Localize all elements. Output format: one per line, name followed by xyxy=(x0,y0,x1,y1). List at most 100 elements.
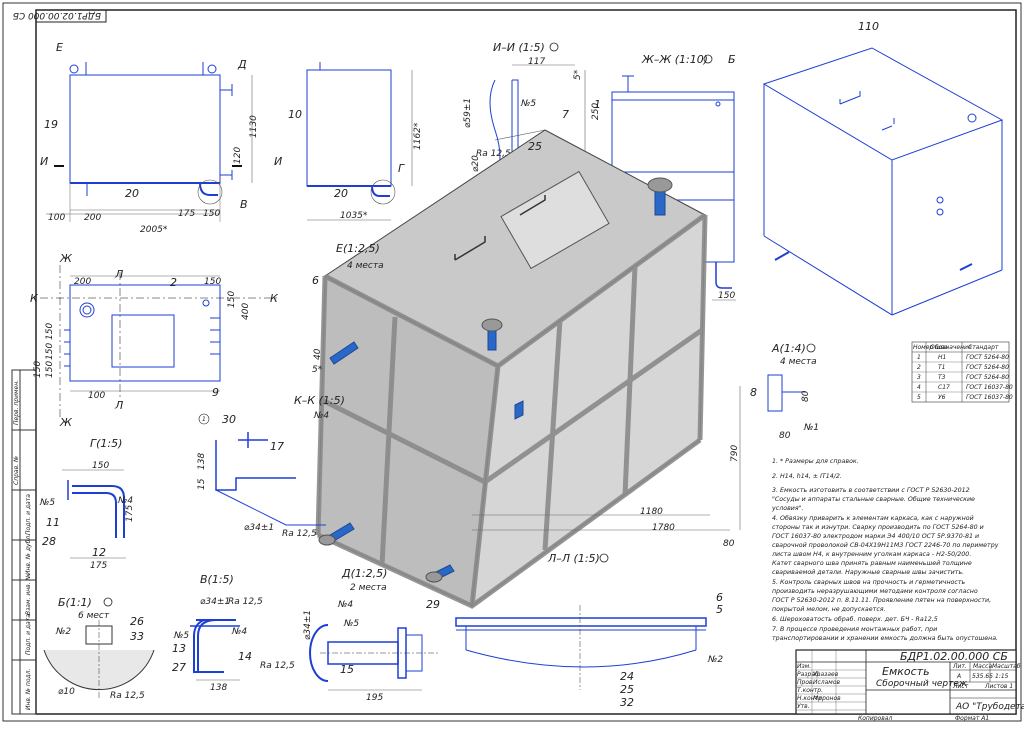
svg-text:790: 790 xyxy=(730,445,740,462)
stamp-4: Инв. № дубл. xyxy=(25,534,32,575)
part-8: 8 xyxy=(750,386,757,399)
stamp-3: Подп. и дата xyxy=(25,494,32,535)
weld-table-rows: 1 Н1 ГОСТ 5264-80 2 Т1 ГОСТ 5264-80 3 Т3… xyxy=(917,354,1013,401)
svg-text:производить неразрушающими мет: производить неразрушающими методами конт… xyxy=(772,588,978,595)
part-28: 28 xyxy=(42,535,56,548)
svg-text:Лит.: Лит. xyxy=(952,663,967,670)
svg-text:4. Обвязку приварить к элемент: 4. Обвязку приварить к элементам каркаса… xyxy=(772,514,974,522)
detail-g-title: Г(1:5) xyxy=(90,437,122,450)
svg-text:Миронов: Миронов xyxy=(813,695,841,702)
part-27: 27 xyxy=(172,661,186,674)
detail-d-callout: Д(1:2,5) xyxy=(341,567,387,580)
section-l-l: Л–Л (1:5) 6 5 №2 24 25 32 xyxy=(455,552,723,709)
label-d: Д xyxy=(237,58,247,71)
part-24: 24 xyxy=(620,670,634,683)
svg-text:40: 40 xyxy=(313,348,323,360)
svg-text:2. Н14, h14, ± IT14/2.: 2. Н14, h14, ± IT14/2. xyxy=(772,473,842,480)
svg-text:25: 25 xyxy=(620,683,634,696)
rotated-code-box: БДР1.02.00.000 СБ xyxy=(13,9,107,23)
svg-text:БДР1.02.00.000 СБ: БДР1.02.00.000 СБ xyxy=(13,10,101,20)
svg-text:сварочной проволокой СВ-04Х19Н: сварочной проволокой СВ-04Х19Н11М3 ГОСТ … xyxy=(772,542,999,549)
section-a: А(1:4) 4 места 8 80 80 №1 xyxy=(750,342,819,441)
svg-text:Катет сварного шва принять рав: Катет сварного шва принять равным наимен… xyxy=(772,560,972,567)
drawing-code: БДР1.02.00.000 СБ xyxy=(900,650,1008,663)
svg-text:1: 1 xyxy=(202,416,206,423)
part-26: 26 xyxy=(130,615,144,628)
svg-text:150: 150 xyxy=(204,277,221,287)
svg-text:К: К xyxy=(30,292,39,305)
svg-text:200: 200 xyxy=(84,213,101,223)
svg-text:№4: №4 xyxy=(313,411,329,421)
svg-text:Т.контр.: Т.контр. xyxy=(797,687,823,694)
part-9: 9 xyxy=(212,386,219,399)
svg-text:6: 6 xyxy=(716,591,723,604)
svg-text:150: 150 xyxy=(92,461,109,471)
svg-text:Копировал: Копировал xyxy=(858,715,892,722)
svg-text:Исламов: Исламов xyxy=(813,679,840,686)
technical-notes: 1. * Размеры для справок. 2. Н14, h14, ±… xyxy=(771,458,999,642)
svg-text:Листов 1: Листов 1 xyxy=(984,683,1013,690)
part-15: 15 xyxy=(340,663,354,676)
svg-text:Стандарт: Стандарт xyxy=(968,344,999,351)
svg-text:Лист: Лист xyxy=(952,683,969,690)
detail-v-title: В(1:5) xyxy=(200,573,234,586)
svg-text:4 места: 4 места xyxy=(780,357,817,367)
svg-text:транспортировании и хранении е: транспортировании и хранении емкость дол… xyxy=(772,634,998,642)
svg-text:80: 80 xyxy=(723,539,735,549)
svg-text:листа швом Н4, к внутренним уг: листа швом Н4, к внутренним уголкам карк… xyxy=(771,551,971,558)
svg-text:№4: №4 xyxy=(337,600,353,610)
svg-text:№5: №5 xyxy=(39,498,55,508)
svg-text:1130: 1130 xyxy=(249,115,259,138)
svg-text:Ra 12,5: Ra 12,5 xyxy=(110,691,145,701)
part-20: 20 xyxy=(125,187,139,200)
detail-b: Б(1:1) 6 мест №2 26 33 ⌀10 Ra 12,5 xyxy=(43,596,155,701)
svg-text:№2: №2 xyxy=(55,627,71,637)
svg-text:100: 100 xyxy=(88,391,105,401)
svg-text:1162*: 1162* xyxy=(413,122,423,150)
label-i-right: И xyxy=(274,155,282,168)
svg-text:150: 150 xyxy=(227,291,237,308)
svg-text:Ra 12,5: Ra 12,5 xyxy=(260,661,295,671)
label-i-left: И xyxy=(40,155,48,168)
svg-text:⌀20: ⌀20 xyxy=(471,155,481,172)
svg-text:⌀10: ⌀10 xyxy=(58,687,75,697)
svg-text:⌀34±1: ⌀34±1 xyxy=(200,597,230,607)
front-view: Е Д И И В 19 20 100 200 2005* 175 150 11… xyxy=(40,41,282,235)
svg-text:Л: Л xyxy=(114,399,123,412)
svg-text:1180: 1180 xyxy=(640,507,663,517)
svg-text:свариваемой детали. Наружные с: свариваемой детали. Наружные сварные швы… xyxy=(772,569,964,576)
svg-text:⌀59±1: ⌀59±1 xyxy=(463,98,473,128)
svg-text:25: 25 xyxy=(528,140,542,153)
title-block: Изм. Разраб. Пров. Т.контр. Н.контр. Утв… xyxy=(795,649,1024,722)
svg-text:Ra 12,5: Ra 12,5 xyxy=(282,529,317,539)
label-e: Е xyxy=(56,41,63,54)
svg-text:15: 15 xyxy=(197,478,207,490)
detail-b-title: Б(1:1) xyxy=(58,596,92,609)
label-v: В xyxy=(240,198,248,211)
svg-text:Пров.: Пров. xyxy=(797,679,815,686)
document-type: Сборочный чертеж xyxy=(876,679,968,689)
svg-text:ГОСТ 5264-80: ГОСТ 5264-80 xyxy=(966,374,1009,381)
svg-text:5. Контроль сварных швов на пр: 5. Контроль сварных швов на прочность и … xyxy=(772,579,966,586)
stamp-2: Справ. № xyxy=(13,456,20,485)
svg-text:200: 200 xyxy=(74,277,91,287)
svg-text:⌀34±1: ⌀34±1 xyxy=(244,523,274,533)
section-i-i-title: И–И (1:5) xyxy=(493,41,545,54)
svg-text:К: К xyxy=(270,292,279,305)
weld-table: Номер шва Обозначение Стандарт 1 Н1 ГОСТ… xyxy=(911,341,1013,403)
svg-text:№5: №5 xyxy=(520,99,536,109)
svg-text:2 места: 2 места xyxy=(350,583,387,593)
part-14: 14 xyxy=(238,650,252,663)
part-1: 1 xyxy=(594,98,601,111)
svg-text:"Сосуды и аппараты стальные св: "Сосуды и аппараты стальные сварные. Общ… xyxy=(772,495,975,503)
scale-value: 1:15 xyxy=(995,673,1009,680)
part-12: 12 xyxy=(92,546,106,559)
svg-text:ГОСТ 16037-80 электродом марки: ГОСТ 16037-80 электродом марки Э4 400/10… xyxy=(772,533,979,540)
svg-text:6 мест: 6 мест xyxy=(78,611,110,621)
svg-text:4: 4 xyxy=(917,384,921,391)
svg-text:Изм.: Изм. xyxy=(797,663,811,670)
svg-text:5: 5 xyxy=(716,603,723,616)
svg-text:Ra 12,5: Ra 12,5 xyxy=(228,597,263,607)
